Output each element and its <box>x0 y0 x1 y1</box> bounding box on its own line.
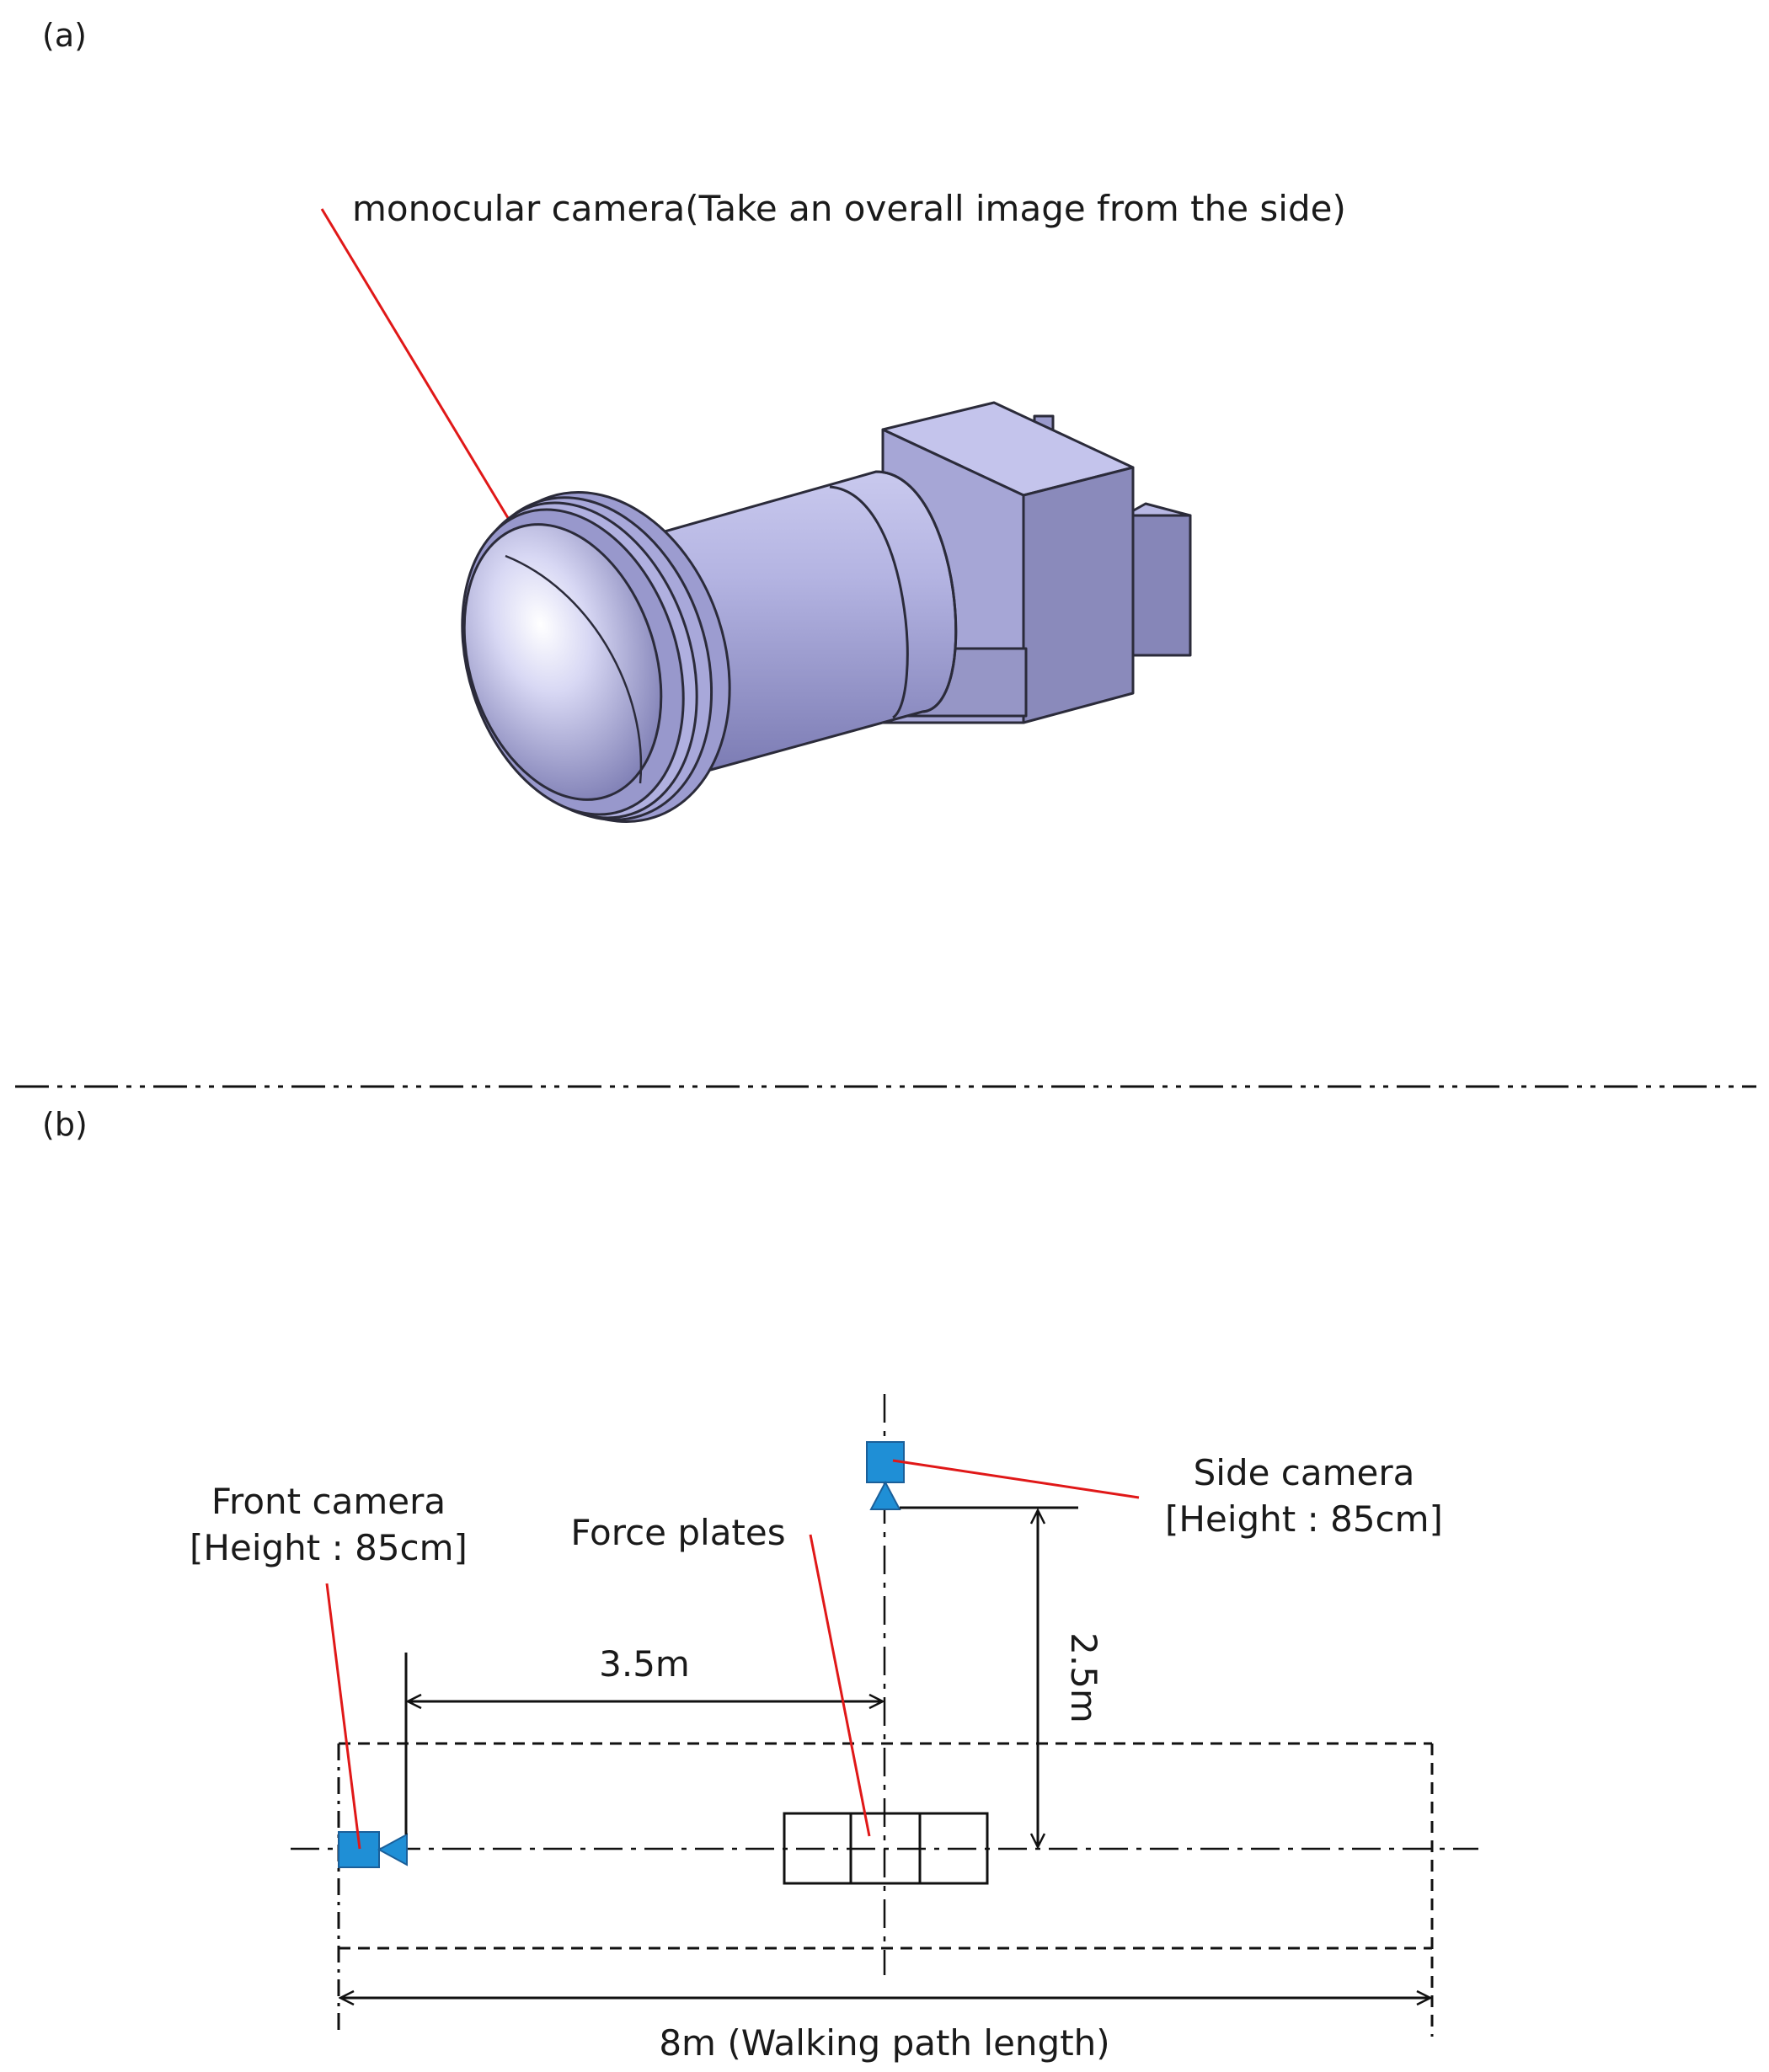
side-camera-title: Side camera <box>1194 1452 1415 1493</box>
dim-3-5m-label: 3.5m <box>599 1643 690 1685</box>
panel-b-label: (b) <box>42 1106 88 1143</box>
monocular-camera-callout: monocular camera(Take an overall image f… <box>352 188 1346 229</box>
walking-path-boundary <box>339 1742 1434 2037</box>
front-camera-height: [Height : 85cm] <box>190 1527 468 1568</box>
side-camera-height: [Height : 85cm] <box>1165 1498 1443 1540</box>
dim-2-5m-label: 2.5m <box>1063 1632 1104 1723</box>
front-camera-leader <box>325 1583 361 1850</box>
side-camera-leader <box>892 1459 1140 1499</box>
force-plates-label: Force plates <box>570 1512 785 1553</box>
panel-a-label: (a) <box>42 17 87 54</box>
dim-8m-label: 8m (Walking path length) <box>659 2022 1109 2064</box>
force-plates-leader <box>809 1534 871 1837</box>
monocular-camera-illustration <box>461 401 1192 823</box>
side-camera-icon <box>866 1441 905 1510</box>
front-camera-title: Front camera <box>211 1481 446 1522</box>
force-plates <box>783 1812 989 1885</box>
front-camera-icon <box>338 1831 408 1868</box>
